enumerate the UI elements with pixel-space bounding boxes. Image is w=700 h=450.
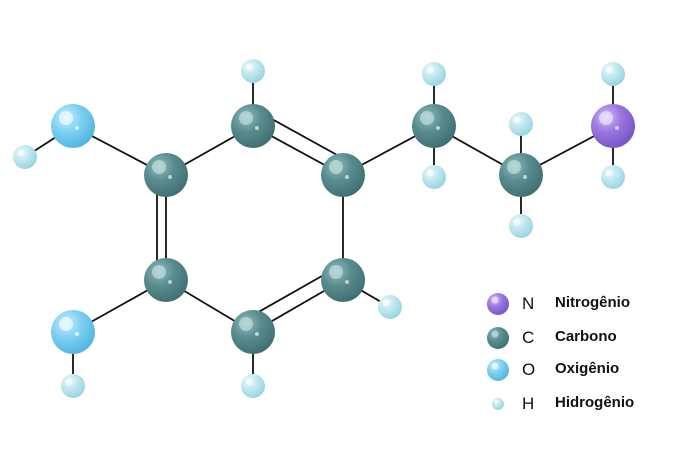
- carbon-atom: [499, 153, 543, 197]
- hydrogen-atom: [241, 374, 265, 398]
- legend-item-hydrogen: H Hidrogênio: [486, 389, 686, 419]
- hydrogen-atom: [61, 374, 85, 398]
- legend-name: Oxigênio: [555, 360, 620, 377]
- nitrogen-swatch-icon: [487, 293, 509, 315]
- carbon-atom: [412, 104, 456, 148]
- hydrogen-atom: [422, 62, 446, 86]
- legend-symbol: H: [522, 394, 535, 413]
- nitrogen-atom: [591, 104, 635, 148]
- legend-item-nitrogen: N Nitrogênio: [486, 289, 686, 319]
- hydrogen-atom: [509, 214, 533, 238]
- hydrogen-atom: [241, 59, 265, 83]
- legend-item-oxygen: O Oxigênio: [486, 355, 686, 385]
- legend-symbol: O: [522, 360, 536, 379]
- legend-name: Hidrogênio: [555, 394, 635, 411]
- oxygen-atom: [51, 104, 95, 148]
- legend-name: Nitrogênio: [555, 294, 630, 311]
- hydrogen-atom: [601, 165, 625, 189]
- legend-symbol: C: [522, 328, 535, 347]
- bond-c1-c2-double: [260, 112, 349, 162]
- hydrogen-swatch-icon: [492, 398, 504, 410]
- hydrogen-atom: [601, 62, 625, 86]
- oxygen-swatch-icon: [487, 359, 509, 381]
- legend-item-carbon: C Carbono: [486, 323, 686, 353]
- carbon-atom: [144, 153, 188, 197]
- atoms: [13, 59, 635, 398]
- hydrogen-atom: [13, 145, 37, 169]
- legend-symbol: N: [522, 294, 535, 313]
- carbon-atom: [144, 258, 188, 302]
- oxygen-atom: [51, 310, 95, 354]
- hydrogen-atom: [422, 165, 446, 189]
- carbon-atom: [321, 258, 365, 302]
- carbon-atom: [321, 153, 365, 197]
- carbon-atom: [231, 104, 275, 148]
- hydrogen-atom: [509, 112, 533, 136]
- carbon-atom: [231, 310, 275, 354]
- carbon-swatch-icon: [487, 327, 509, 349]
- hydrogen-atom: [378, 295, 402, 319]
- legend-name: Carbono: [555, 328, 617, 345]
